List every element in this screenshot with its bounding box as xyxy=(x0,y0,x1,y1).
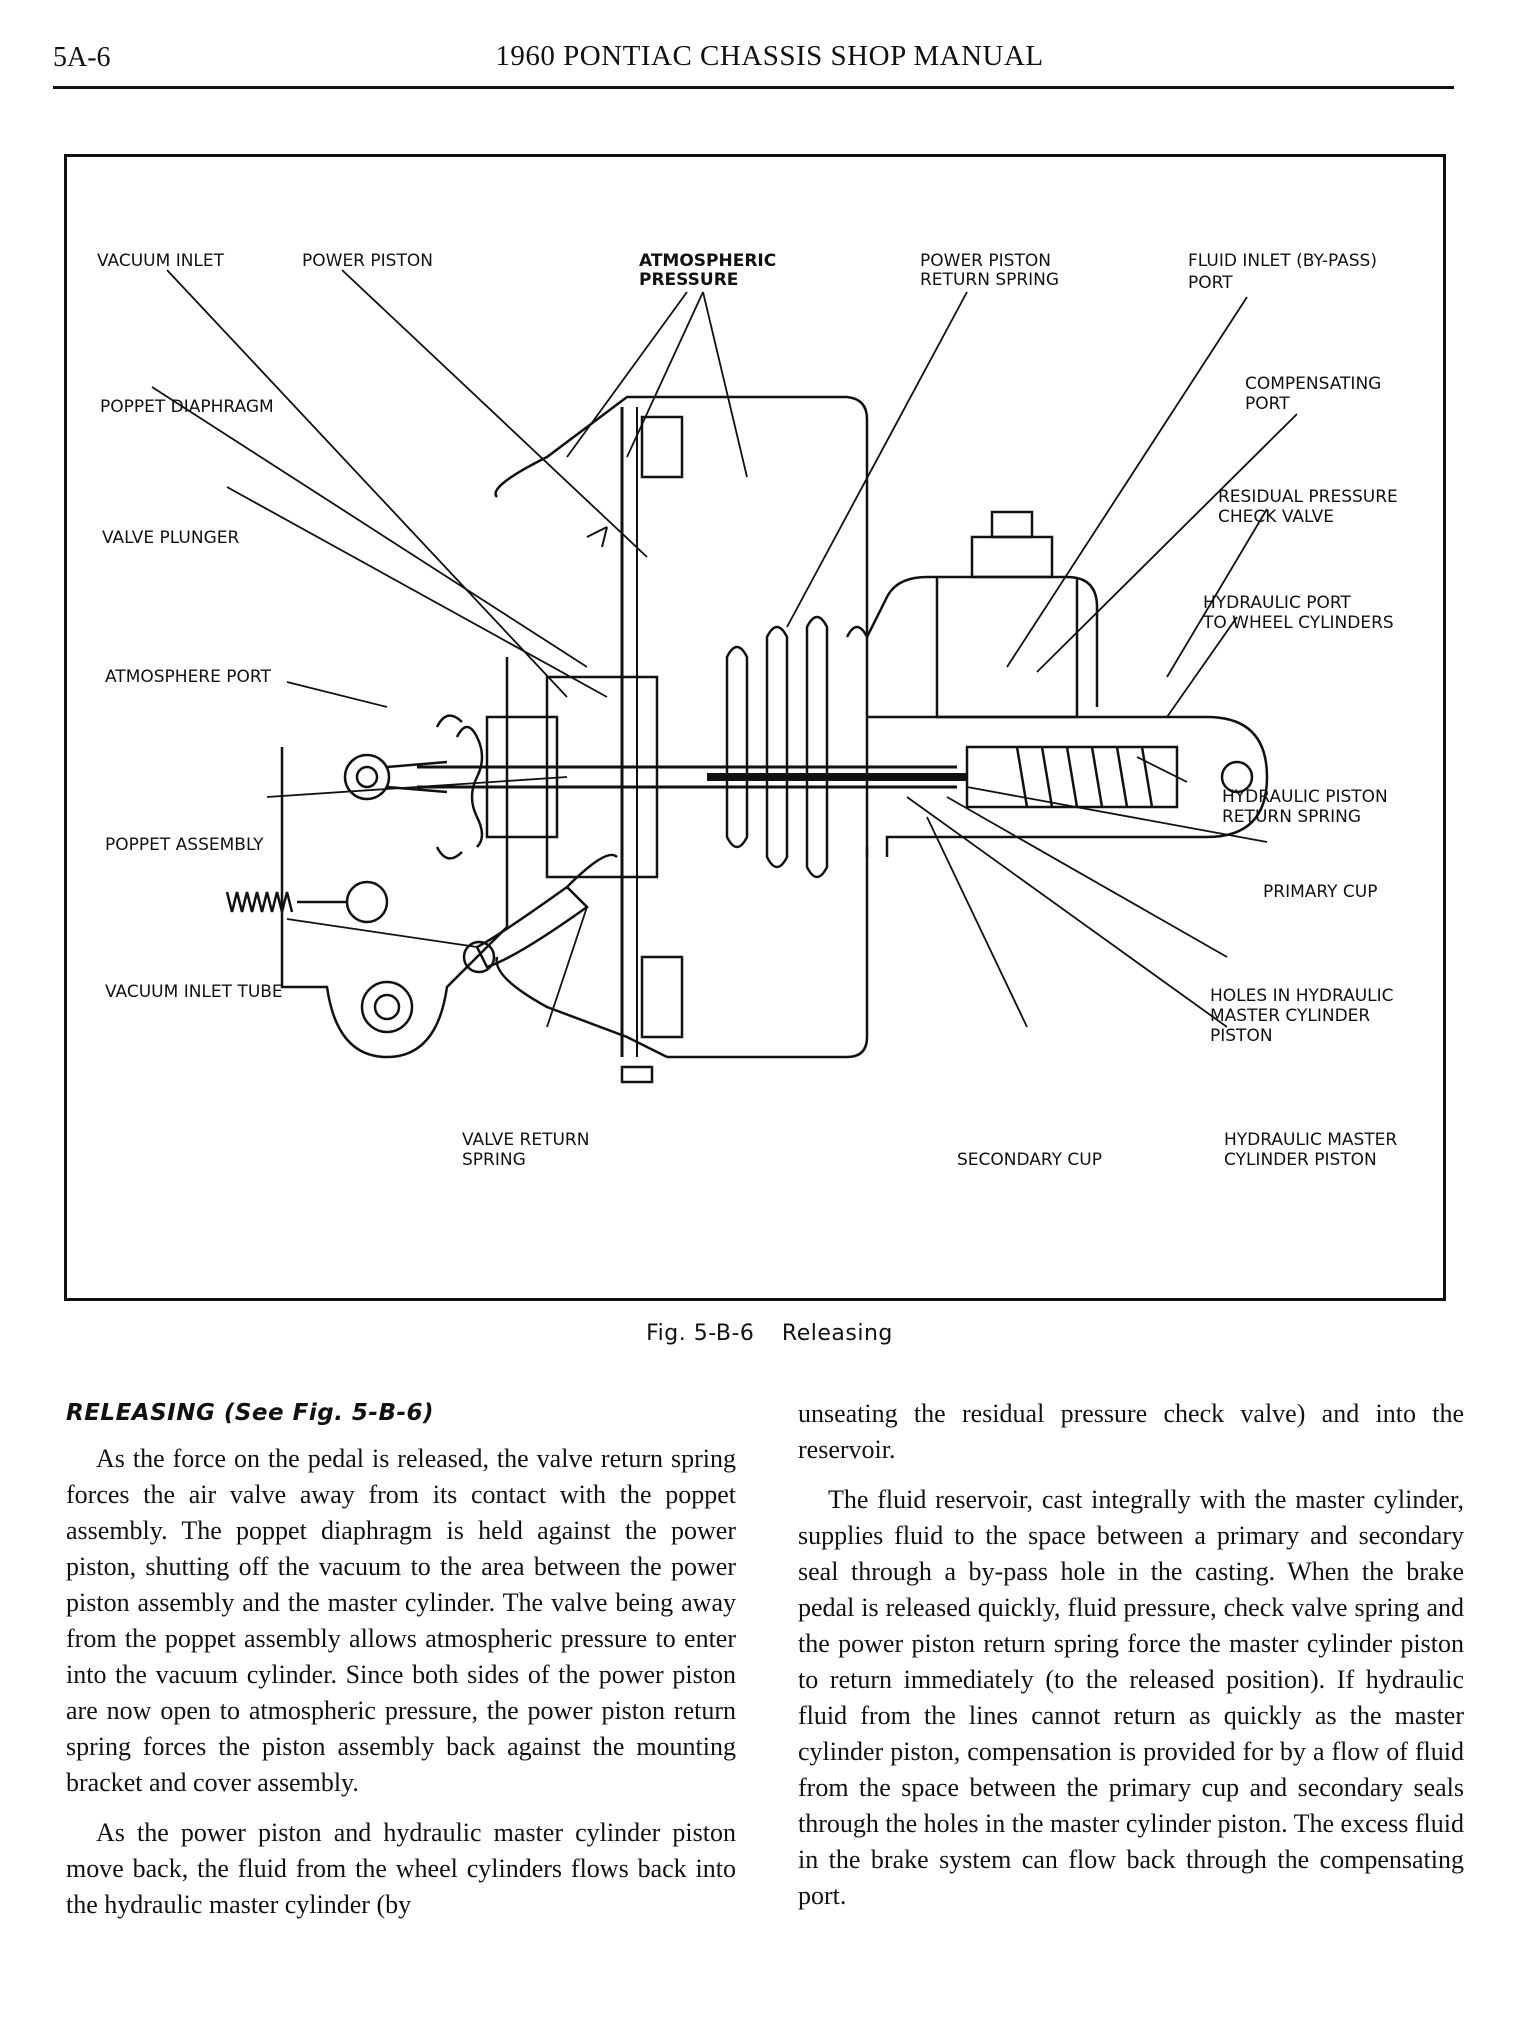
label-atmospheric-2: PRESSURE xyxy=(639,270,738,290)
label-hydraulic-port-1: HYDRAULIC PORT xyxy=(1203,593,1351,613)
section-heading: RELEASING (See Fig. 5-B-6) xyxy=(66,1400,435,1426)
right-paragraph-1: unseating the residual pressure check va… xyxy=(798,1399,1464,1464)
shell-left-upper xyxy=(494,395,667,498)
label-holes-2: MASTER CYLINDER xyxy=(1210,1006,1370,1026)
label-holes-3: PISTON xyxy=(1210,1026,1273,1046)
label-vacuum-inlet: VACUUM INLET xyxy=(97,251,225,271)
vacuum-line xyxy=(566,853,618,888)
bottom-seal xyxy=(640,955,684,1039)
caption-title: Releasing xyxy=(781,1321,893,1346)
shell-top xyxy=(667,395,869,637)
label-secondary-cup: SECONDARY CUP xyxy=(957,1150,1102,1170)
bottom-screw xyxy=(620,1065,654,1084)
label-poppet-assembly: POPPET ASSEMBLY xyxy=(105,835,264,855)
left-paragraph-2: As the power piston and hydraulic master… xyxy=(66,1818,736,1919)
label-atmosphere-port: ATMOSPHERE PORT xyxy=(105,667,271,687)
link-eye xyxy=(345,880,389,924)
right-column: unseating the residual pressure check va… xyxy=(798,1396,1464,1928)
brake-booster-diagram: VACUUM INLET POWER PISTON ATMOSPHERIC PR… xyxy=(97,251,1398,1170)
left-paragraph-1: As the force on the pedal is released, t… xyxy=(66,1444,736,1797)
label-valve-plunger: VALVE PLUNGER xyxy=(102,528,239,548)
label-power-piston: POWER PISTON xyxy=(302,251,433,271)
left-column: RELEASING (See Fig. 5-B-6) As the force … xyxy=(66,1395,736,1937)
label-compensating-2: PORT xyxy=(1245,394,1290,414)
label-valve-return-2: SPRING xyxy=(462,1150,526,1170)
label-primary-cup: PRIMARY CUP xyxy=(1263,882,1377,902)
reservoir-inner xyxy=(935,577,1079,719)
shell-bottom xyxy=(667,847,869,1059)
label-poppet-diaphragm: POPPET DIAPHRAGM xyxy=(100,397,274,417)
label-hydraulic-port-2: TO WHEEL CYLINDERS xyxy=(1202,613,1394,633)
label-residual-2: CHECK VALVE xyxy=(1218,507,1334,527)
rubber-boot xyxy=(435,714,484,860)
return-spring-coils xyxy=(725,615,869,879)
label-hydraulic-spring-1: HYDRAULIC PISTON xyxy=(1222,787,1388,807)
reservoir-cap xyxy=(970,535,1054,579)
bracket-hole xyxy=(360,980,414,1034)
figure-caption: Fig. 5-B-6 Releasing xyxy=(0,1321,1539,1346)
valve-housing xyxy=(545,675,659,879)
label-master-piston-2: CYLINDER PISTON xyxy=(1224,1150,1377,1170)
outlet-fitting xyxy=(1220,760,1254,794)
label-fluid-inlet-1: FLUID INLET (BY-PASS) xyxy=(1188,251,1377,271)
reservoir-cap-top xyxy=(990,510,1034,539)
caption-number: Fig. 5-B-6 xyxy=(646,1321,755,1346)
header-rule xyxy=(53,86,1454,89)
bracket-hole-inner xyxy=(373,993,401,1021)
label-hydraulic-spring-2: RETURN SPRING xyxy=(1222,807,1361,827)
manual-title: 1960 PONTIAC CHASSIS SHOP MANUAL xyxy=(495,40,1044,72)
label-atmospheric-1: ATMOSPHERIC xyxy=(639,251,776,271)
label-master-piston-1: HYDRAULIC MASTER xyxy=(1224,1130,1397,1150)
mounting-bracket xyxy=(280,657,509,1059)
linkage-spring xyxy=(225,891,294,913)
label-compensating-1: COMPENSATING xyxy=(1245,374,1381,394)
clevis-eye xyxy=(343,753,391,801)
reservoir-body xyxy=(865,575,1099,707)
figure-frame: VACUUM INLET POWER PISTON ATMOSPHERIC PR… xyxy=(64,154,1446,1301)
page-number: 5A-6 xyxy=(53,42,111,73)
label-valve-return-1: VALVE RETURN xyxy=(462,1130,589,1150)
vacuum-tube-end xyxy=(462,940,496,974)
label-return-spring-2: RETURN SPRING xyxy=(920,270,1059,290)
label-vacuum-inlet-tube: VACUUM INLET TUBE xyxy=(105,982,283,1002)
leader-lines xyxy=(151,269,1298,1028)
right-paragraph-2: The fluid reservoir, cast integrally wit… xyxy=(798,1485,1464,1910)
hydraulic-spring xyxy=(1015,746,1154,808)
label-holes-1: HOLES IN HYDRAULIC xyxy=(1210,986,1394,1006)
flow-arrow-1 xyxy=(586,526,608,548)
label-return-spring-1: POWER PISTON xyxy=(920,251,1051,271)
clevis-hole xyxy=(355,765,379,789)
top-seal xyxy=(640,415,684,479)
label-residual-1: RESIDUAL PRESSURE xyxy=(1218,487,1398,507)
label-fluid-inlet-2: PORT xyxy=(1188,273,1233,293)
cylinder-bore xyxy=(867,715,1269,857)
